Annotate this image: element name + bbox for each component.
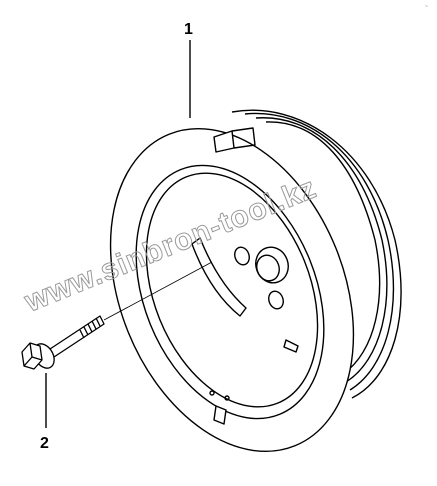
bolt-threads <box>79 317 101 339</box>
callout-1-label: 1 <box>184 21 193 38</box>
pulley-inner-step <box>145 172 319 408</box>
pulley-bolt <box>21 315 105 370</box>
pulley-belt-grooves <box>231 109 402 399</box>
pulley-bottom-slot <box>213 405 227 425</box>
pulley-pin-hole-2 <box>224 395 230 401</box>
pulley-small-hole-2 <box>268 290 284 310</box>
callout-2-label: 2 <box>40 435 49 452</box>
corner-mark: ~ <box>425 4 428 10</box>
bolt-axis-line <box>103 261 213 321</box>
pulley-pin-hole-1 <box>209 390 215 396</box>
pulley-inner-rim <box>135 164 325 420</box>
crankshaft-pulley <box>109 109 402 453</box>
pulley-side-notch <box>283 339 299 353</box>
pulley-small-hole-1 <box>234 246 250 266</box>
pulley-outer-rim <box>109 127 355 453</box>
pulley-curved-slot <box>191 237 247 317</box>
